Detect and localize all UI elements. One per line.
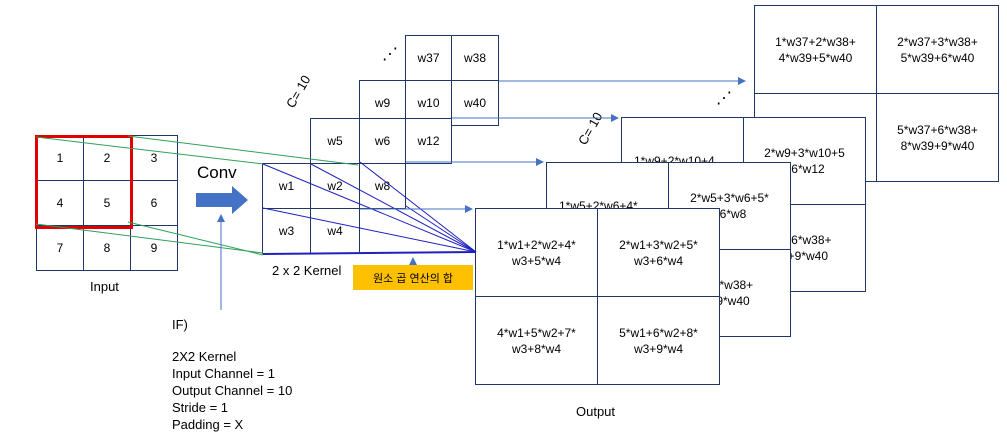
output-channel-label: C= 10 bbox=[575, 109, 606, 148]
info-line: Output Channel = 10 bbox=[172, 383, 293, 398]
info-line: Input Channel = 1 bbox=[172, 366, 275, 381]
kernel-cell: w12 bbox=[405, 118, 452, 164]
input-cell: 3 bbox=[130, 135, 178, 181]
output-cell: 1*w37+2*w38+4*w39+5*w40 bbox=[754, 5, 877, 94]
kernel-cell: w40 bbox=[451, 80, 499, 126]
kernel-channel-label: C= 10 bbox=[283, 72, 314, 111]
kernel-cell: w38 bbox=[451, 35, 499, 81]
kernel-label: 2 x 2 Kernel bbox=[272, 263, 342, 278]
input-cell: 7 bbox=[36, 225, 84, 271]
output-cell: 2*w37+3*w38+5*w39+6*w40 bbox=[876, 5, 999, 94]
output-cell: 2*w1+3*w2+5*w3+6*w4 bbox=[597, 208, 720, 297]
output-cell: 5*w37+6*w38+8*w39+9*w40 bbox=[876, 93, 999, 182]
kernel-cell: w2 bbox=[310, 163, 360, 209]
kernel-cell: w6 bbox=[359, 118, 406, 164]
info-line: Padding = X bbox=[172, 417, 244, 432]
input-cell: 6 bbox=[130, 180, 178, 226]
output-cell: 4*w1+5*w2+7*w3+8*w4 bbox=[475, 296, 598, 385]
output-cell: 1*w1+2*w2+4*w3+5*w4 bbox=[475, 208, 598, 297]
kernel-dots: ⋰ bbox=[382, 46, 398, 63]
kernel-cell: w5 bbox=[310, 118, 360, 164]
sum-callout: 원소 곱 연산의 합 bbox=[353, 265, 473, 290]
conv-label: Conv bbox=[197, 163, 237, 182]
kernel-cell: w1 bbox=[262, 163, 311, 209]
input-cell: 9 bbox=[130, 225, 178, 271]
info-line: 2X2 Kernel bbox=[172, 349, 237, 364]
kernel-cell: w3 bbox=[262, 208, 311, 254]
input-label: Input bbox=[90, 279, 119, 294]
output-label: Output bbox=[576, 404, 616, 419]
kernel-cell: w37 bbox=[405, 35, 452, 81]
info-heading: IF) bbox=[172, 317, 188, 332]
info-line: Stride = 1 bbox=[172, 400, 229, 415]
kernel-cell: w4 bbox=[310, 208, 360, 254]
kernel-cell: w8 bbox=[359, 163, 406, 209]
output-dots: ⋰ bbox=[716, 90, 732, 107]
input-cell: 8 bbox=[83, 225, 131, 271]
output-cell: 5*w1+6*w2+8*w3+9*w4 bbox=[597, 296, 720, 385]
receptive-field-highlight bbox=[35, 135, 133, 229]
